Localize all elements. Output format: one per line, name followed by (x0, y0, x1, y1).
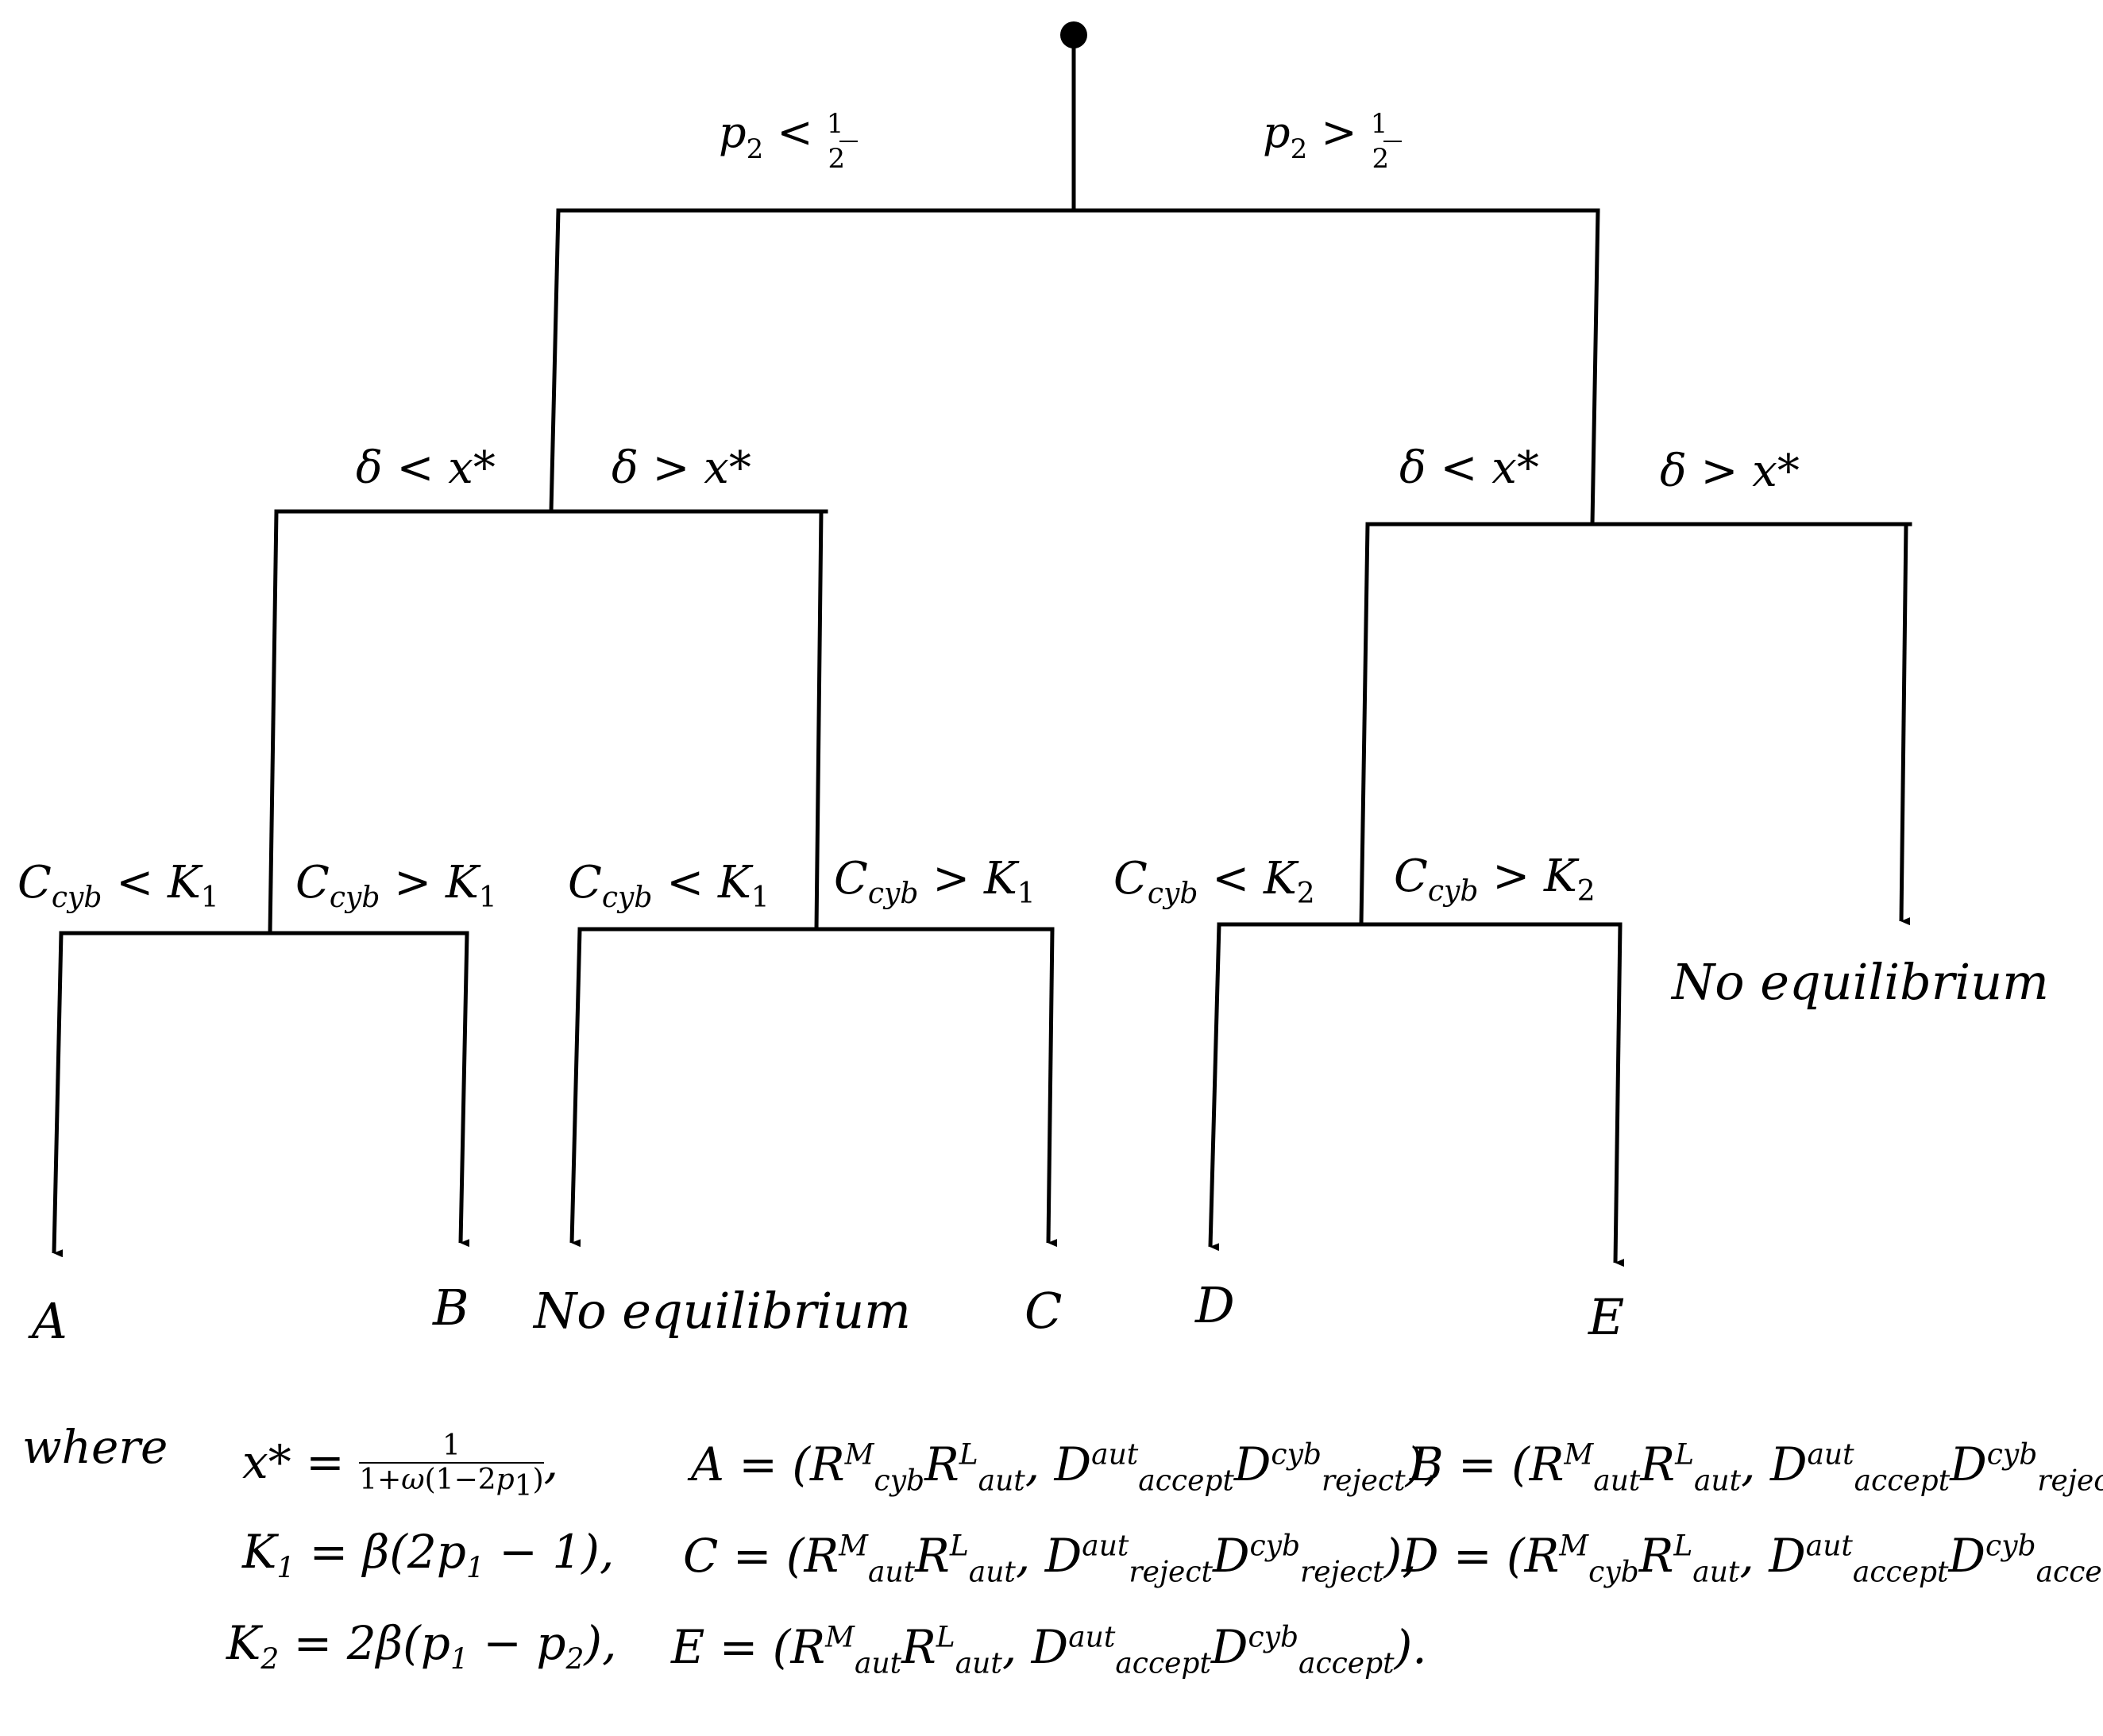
cost-label-b: Ccyb > K1 (295, 857, 497, 914)
right-delta-lt-stem (1359, 522, 1370, 927)
arrow-E (1613, 924, 1625, 1267)
delta-label-right-gt: δ > x* (1660, 446, 1800, 497)
leaf-A: A (28, 1292, 68, 1350)
def-B: B = (RMautRLaut, DautacceptDcybreject), (1410, 1437, 2103, 1498)
leaf-B: B (432, 1279, 469, 1337)
def-D: D = (RMcybRLaut, DautacceptDcybaccept), (1402, 1529, 2103, 1589)
def-K1: K1 = β(2p1 − 1), (242, 1525, 615, 1585)
cost-label-f: Ccyb > K2 (1394, 851, 1596, 908)
leaf-no-equilibrium-right: No equilibrium (1670, 953, 2049, 1011)
def-A: A = (RMcybRLaut, DautacceptDcybreject), (691, 1437, 1438, 1498)
left-delta-gt-stem (814, 509, 824, 932)
arrow-D (1208, 924, 1221, 1252)
leaf-D: D (1194, 1276, 1235, 1334)
delta-label-left-lt: δ < x* (356, 442, 496, 494)
right-branch-stem (1590, 208, 1600, 527)
cost-label-d: Ccyb > K1 (834, 853, 1036, 910)
left-delta-lt-stem (268, 509, 279, 936)
def-E: E = (RMautRLaut, DautacceptDcybaccept). (671, 1620, 1427, 1680)
right-delta-gt-arrow (1899, 523, 1911, 926)
def-C: C = (RMautRLaut, DautrejectDcybreject), (683, 1529, 1417, 1589)
delta-label-right-lt: δ < x* (1399, 442, 1539, 494)
leaf-no-equilibrium-left: No equilibrium (532, 1282, 911, 1340)
delta-label-left-gt: δ > x* (612, 442, 751, 494)
cost-label-a: Ccyb < K1 (17, 857, 219, 914)
cost-label-e: Ccyb < K2 (1113, 853, 1315, 910)
where-label: where (22, 1420, 168, 1474)
arrow-B (458, 932, 470, 1248)
arrow-C (1046, 928, 1058, 1248)
arrow-no-eq-left (569, 928, 582, 1248)
cost-label-c: Ccyb < K1 (568, 857, 770, 914)
leaf-E: E (1588, 1288, 1624, 1346)
arrow-A (52, 932, 64, 1258)
def-K2: K2 = 2β(p1 − p2), (226, 1616, 617, 1676)
leaf-C: C (1024, 1282, 1062, 1340)
left-branch-stem (549, 208, 561, 514)
